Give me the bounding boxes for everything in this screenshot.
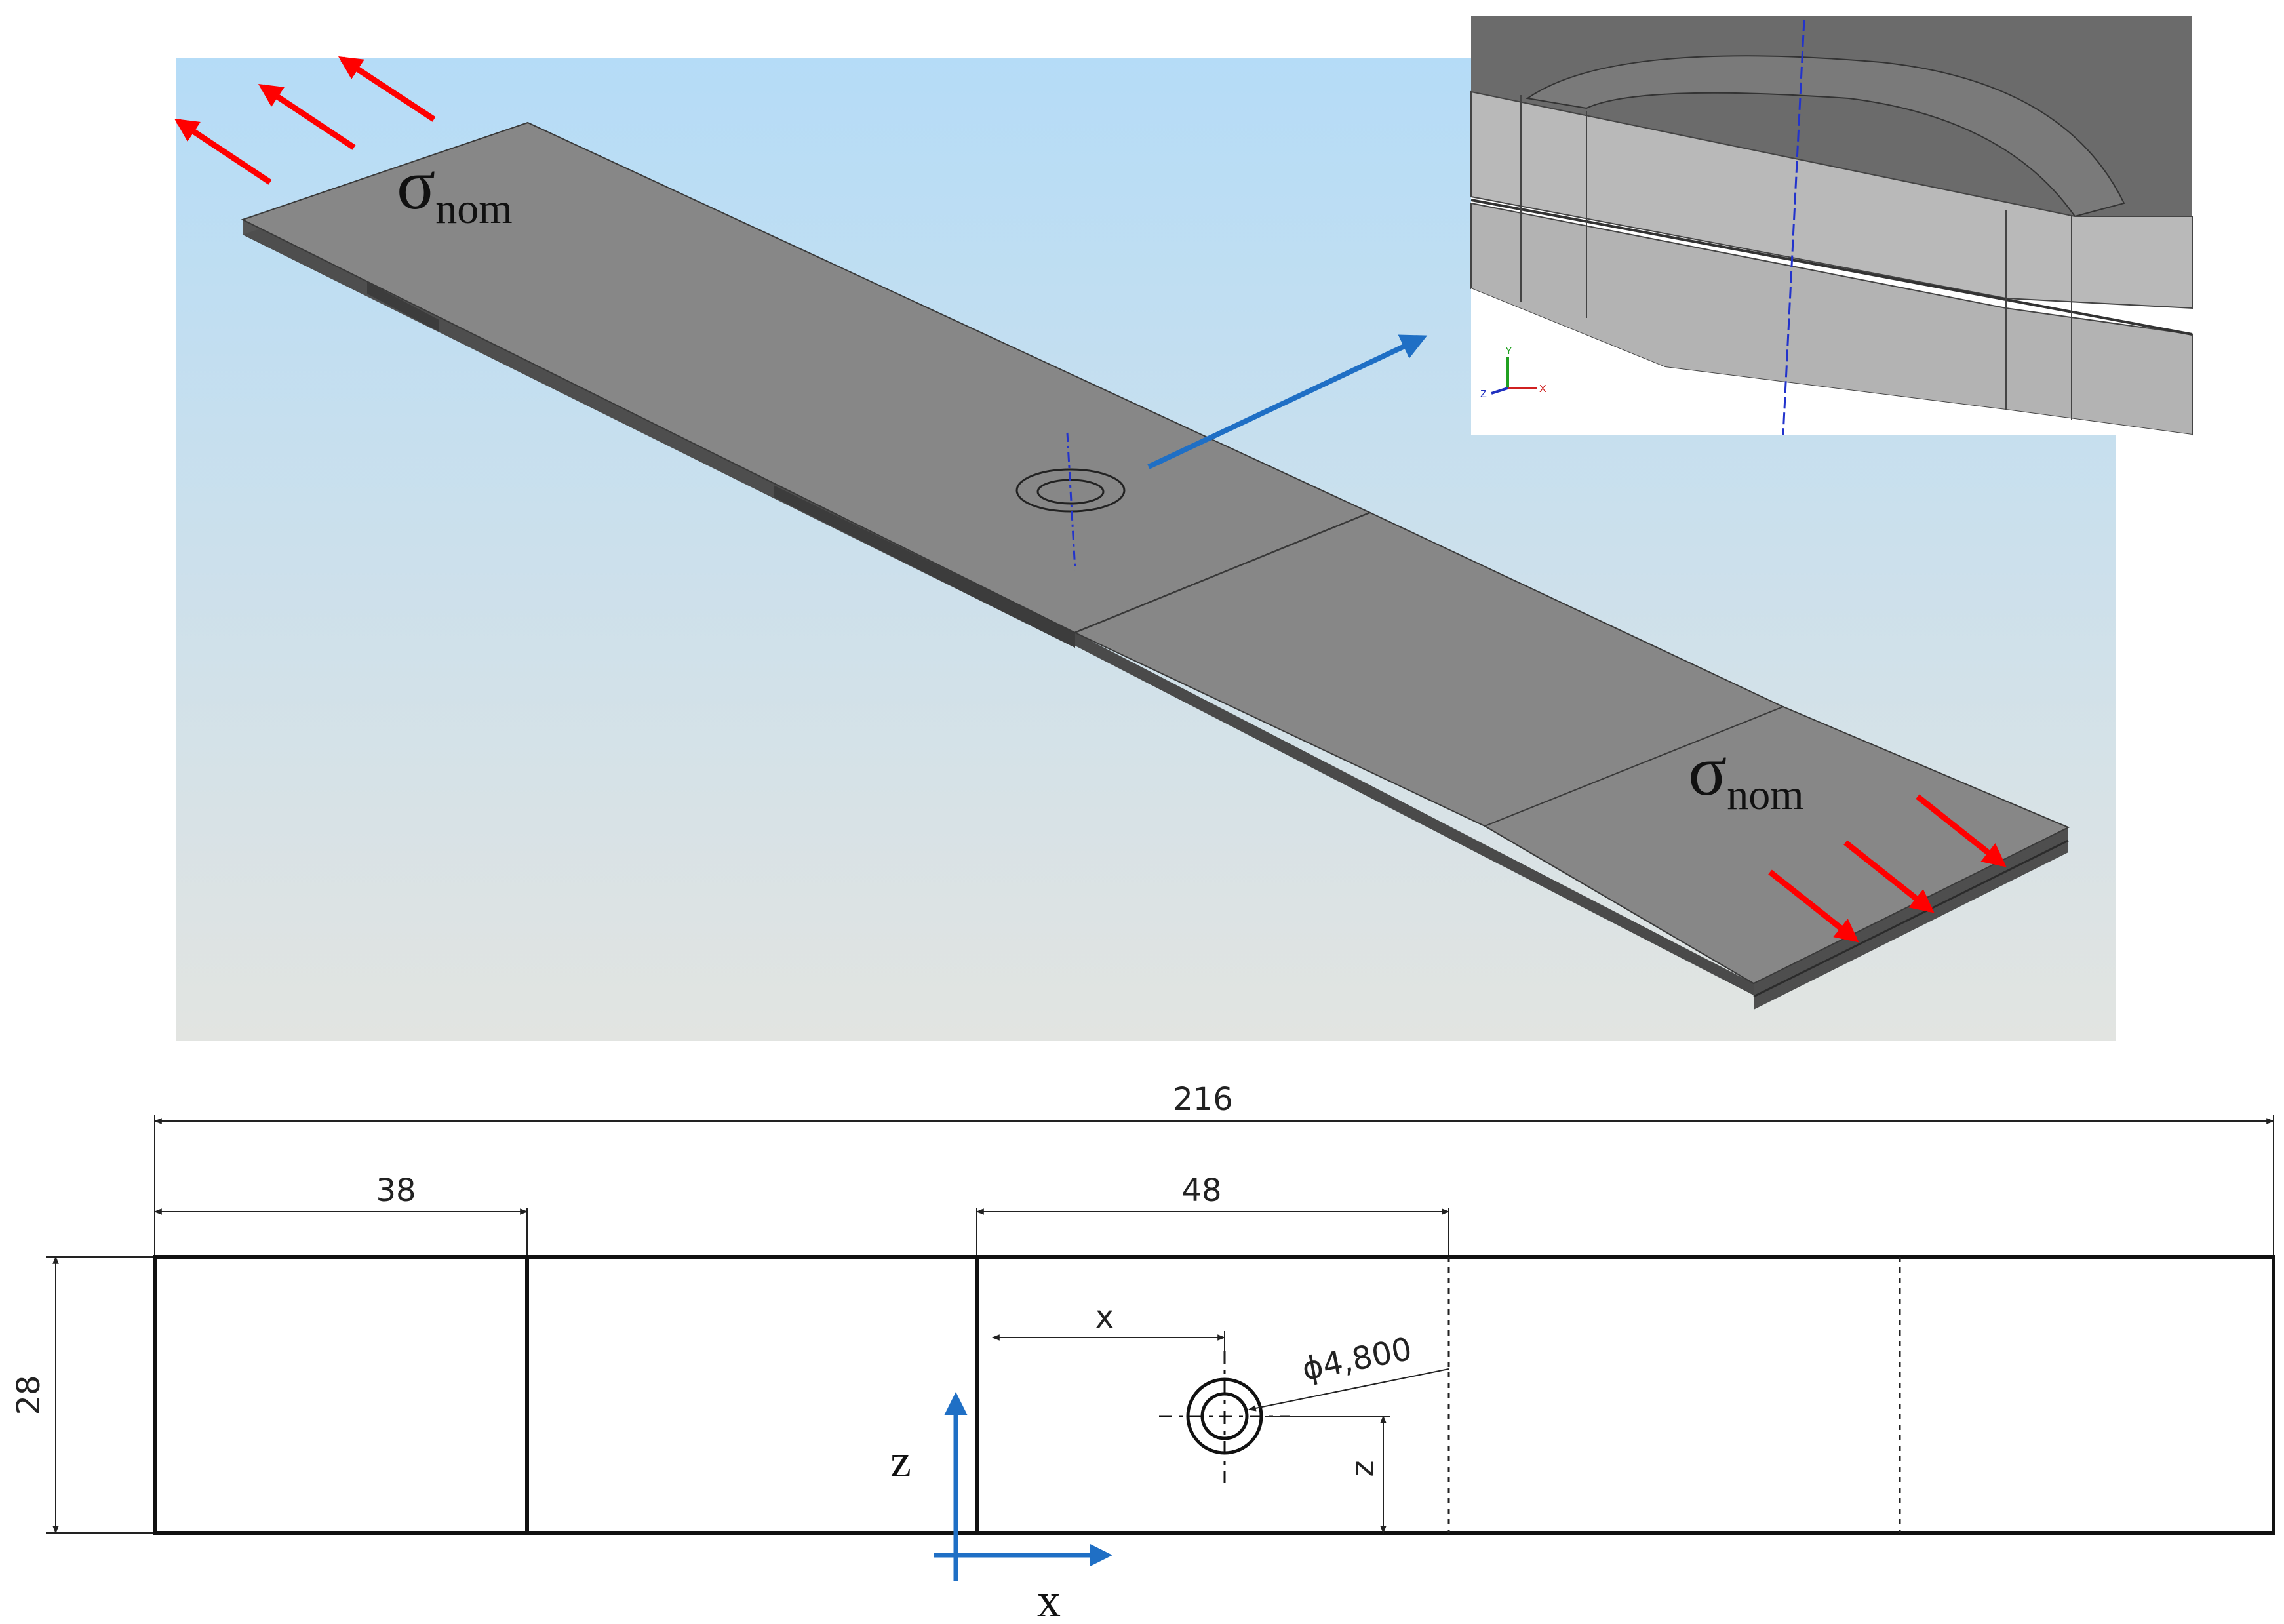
dimension-38: 38 (376, 1172, 416, 1209)
right-grip-seam (1753, 839, 2069, 998)
sigma-subscript: nom (1727, 771, 1803, 819)
inset-upper-side (1470, 90, 2193, 309)
load-arrow-5 (1843, 840, 1935, 913)
hole-center-axis (1066, 432, 1076, 571)
dimension-216: 216 (1173, 1081, 1233, 1118)
inset-white-base (1471, 288, 2192, 435)
sigma-subscript: nom (435, 185, 512, 233)
hole-outer-ring (1015, 468, 1126, 513)
sigma-symbol: σ (1688, 730, 1727, 810)
x-axis-label: x (1037, 1574, 1061, 1624)
sigma-symbol: σ (397, 144, 435, 224)
triad-z-label: Z (1480, 389, 1487, 400)
load-arrow-1 (174, 119, 272, 185)
diameter-leader (1248, 1368, 1449, 1412)
inset-hole-floor (1526, 55, 2125, 218)
load-arrow-2 (258, 84, 356, 150)
dimension-28: 28 (10, 1375, 47, 1415)
load-arrow-6 (1768, 869, 1859, 943)
right-grip (1483, 705, 2070, 985)
callout-arrow (1147, 334, 1428, 469)
dimension-z: z (1345, 1460, 1381, 1476)
load-arrow-4 (1916, 794, 2007, 867)
z-axis-label: z (890, 1435, 911, 1487)
left-grip-tab-edge (367, 282, 439, 332)
specimen-outline (153, 1255, 2275, 1535)
dimension-x: x (1095, 1299, 1114, 1336)
dimension-48: 48 (1181, 1172, 1221, 1209)
stress-label-bottom: σnom (1688, 730, 1804, 819)
inset-center-axis (1782, 19, 1805, 435)
inset-detail: Y X Z (1470, 16, 2193, 436)
load-arrow-3 (338, 56, 436, 122)
left-mid-tab-edge (774, 485, 1075, 648)
technical-drawing: 216 38 48 28 x z ϕ4,800 (10, 1081, 2275, 1624)
right-plate-edge (1075, 633, 1754, 995)
triad-x-label: X (1539, 384, 1546, 395)
stress-label-top: σnom (397, 144, 513, 233)
triad-y-label: Y (1505, 346, 1512, 357)
coordinate-triad-icon: Y X Z (1480, 346, 1546, 400)
